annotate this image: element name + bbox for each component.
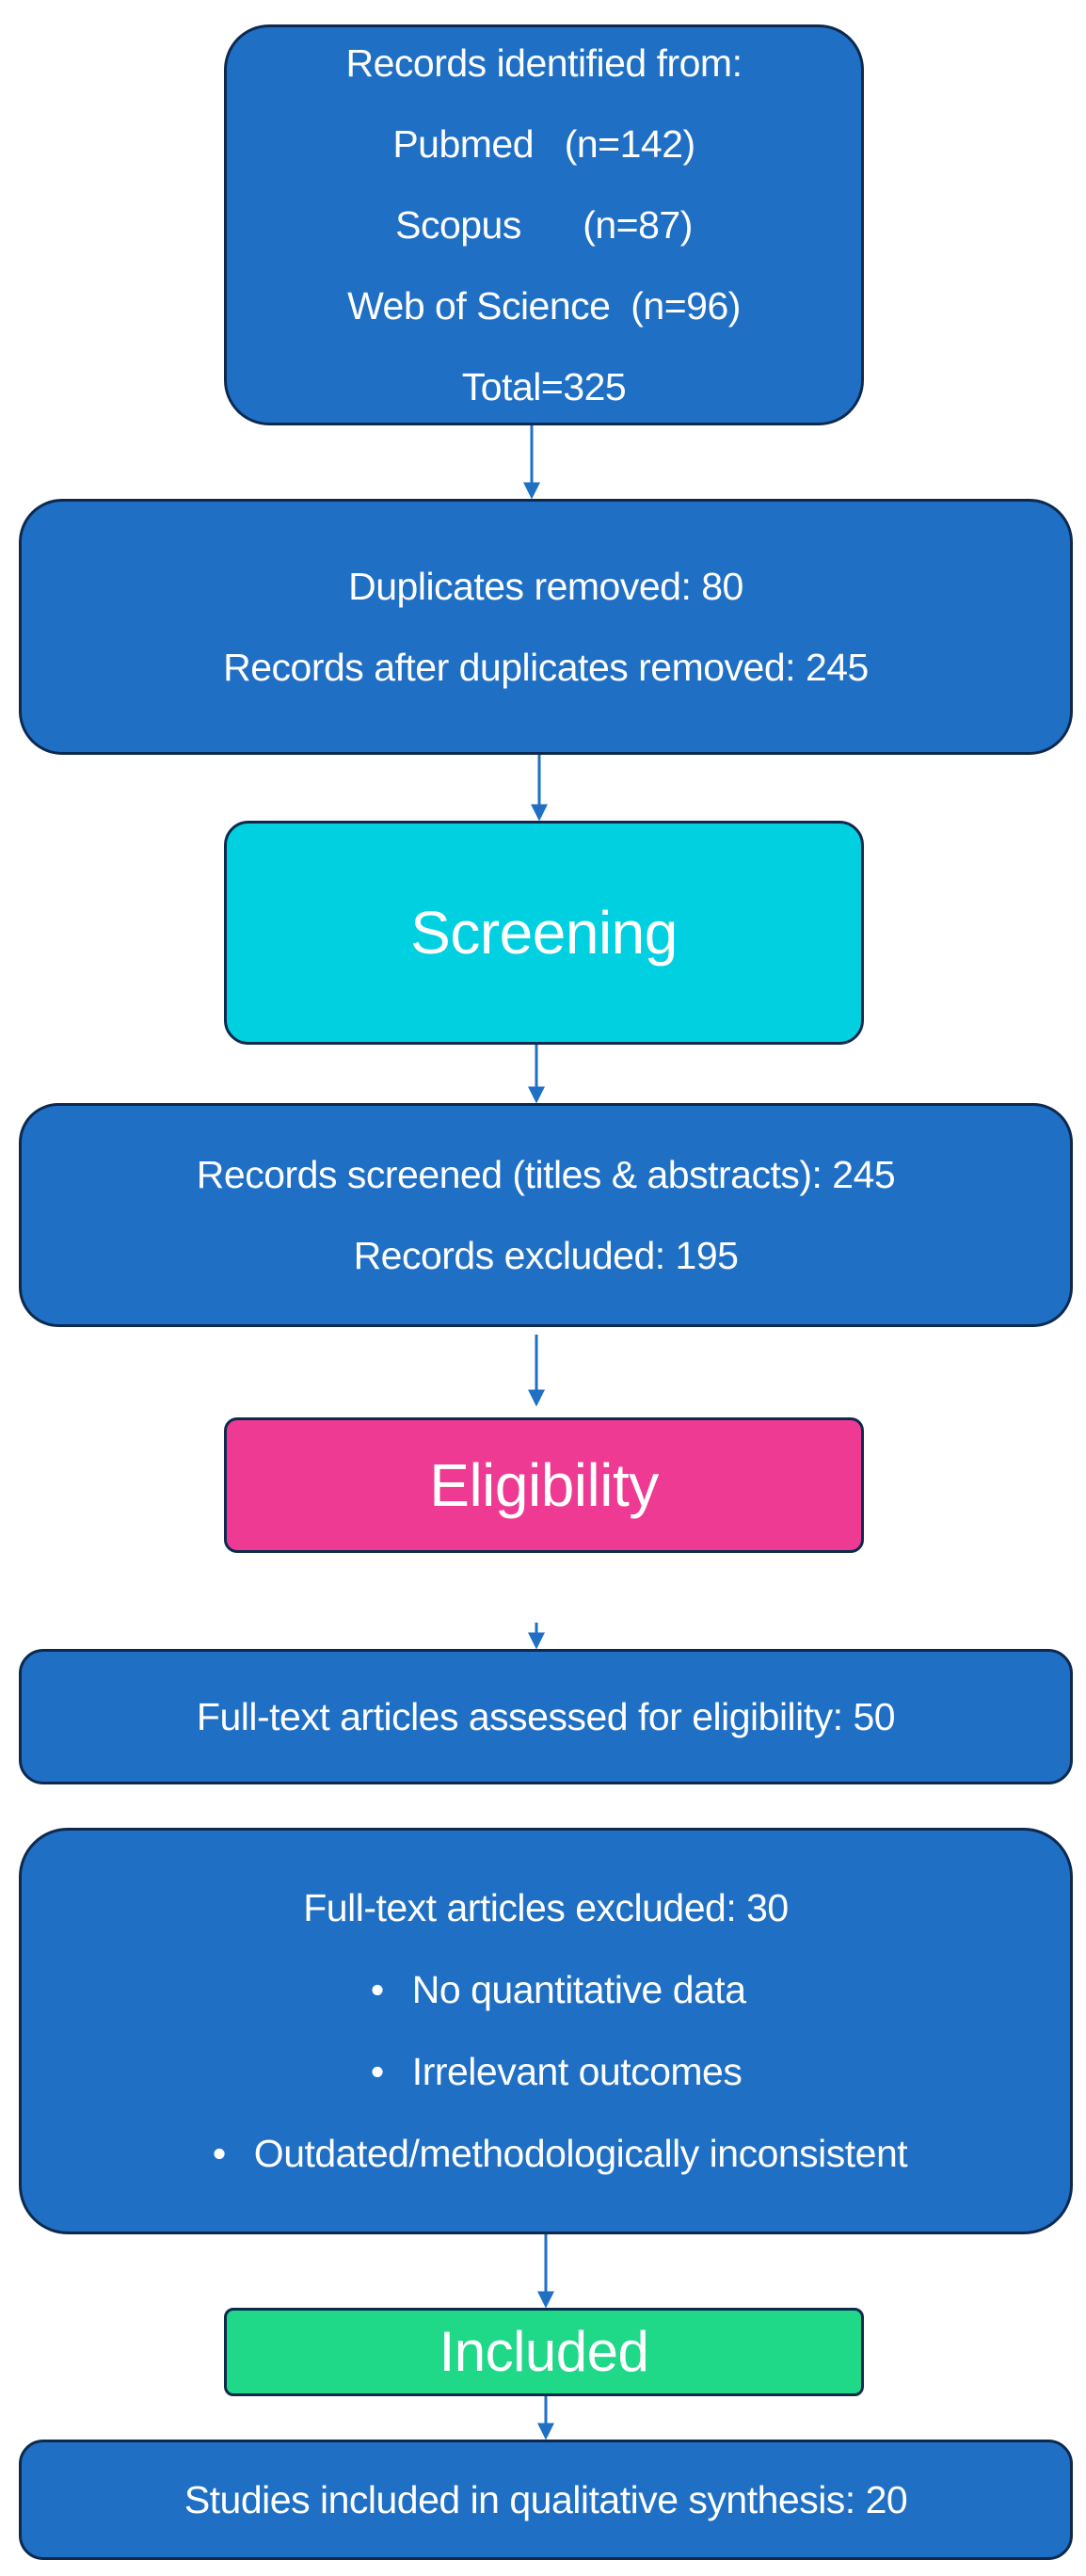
source-scopus: Scopus (n=87) — [395, 184, 693, 265]
records-identified-title: Records identified from: — [345, 41, 743, 85]
source-pubmed-count: (n=142) — [564, 122, 695, 166]
excluded-fulltext-box: Full-text articles excluded: 30 • No quan… — [19, 1828, 1073, 2234]
exclusion-reasons-list: • No quantitative data • Irrelevant outcom… — [184, 1949, 908, 2195]
source-pubmed-name: Pubmed — [392, 122, 535, 166]
exclusion-reason-text: No quantitative data — [411, 1968, 746, 2011]
records-identified-box: Records identified from: Pubmed (n=142) … — [224, 24, 864, 425]
source-wos: Web of Science (n=96) — [347, 265, 741, 346]
exclusion-reason: • Irrelevant outcomes — [343, 2031, 743, 2113]
source-pubmed: Pubmed (n=142) — [392, 104, 695, 184]
screened-box: Records screened (titles & abstracts): 2… — [19, 1103, 1073, 1327]
fulltext-excluded: Full-text articles excluded: 30 — [303, 1886, 789, 1929]
duplicates-box: Duplicates removed: 80 Records after dup… — [19, 499, 1073, 755]
stage-included-label: Included — [439, 2320, 649, 2383]
fulltext-assessed: Full-text articles assessed for eligibil… — [196, 1695, 896, 1738]
stage-screening-label: Screening — [410, 899, 678, 967]
source-scopus-name: Scopus — [395, 203, 521, 247]
stage-screening: Screening — [224, 821, 864, 1045]
stage-included: Included — [224, 2308, 864, 2396]
stage-eligibility: Eligibility — [224, 1417, 864, 1553]
duplicates-removed: Duplicates removed: 80 — [348, 565, 743, 608]
stage-eligibility-label: Eligibility — [429, 1451, 659, 1519]
source-wos-count: (n=96) — [631, 284, 741, 328]
final-box: Studies included in qualitative synthesi… — [19, 2440, 1073, 2560]
source-scopus-count: (n=87) — [583, 203, 693, 247]
source-wos-name: Web of Science — [347, 284, 611, 328]
exclusion-reason: • Outdated/methodologically inconsistent — [184, 2113, 908, 2195]
assessed-box: Full-text articles assessed for eligibil… — [19, 1649, 1073, 1784]
records-excluded: Records excluded: 195 — [353, 1234, 739, 1277]
records-total: Total=325 — [461, 365, 627, 408]
bullet-icon: • — [370, 1968, 384, 2011]
records-screened: Records screened (titles & abstracts): 2… — [196, 1153, 896, 1196]
bullet-icon: • — [212, 2132, 226, 2175]
bullet-icon: • — [370, 2050, 384, 2093]
exclusion-reason-text: Outdated/methodologically inconsistent — [253, 2132, 908, 2175]
records-after-duplicates: Records after duplicates removed: 245 — [223, 646, 869, 689]
exclusion-reason: • No quantitative data — [343, 1949, 746, 2031]
exclusion-reason-text: Irrelevant outcomes — [411, 2050, 743, 2093]
studies-included: Studies included in qualitative synthesi… — [184, 2478, 908, 2521]
